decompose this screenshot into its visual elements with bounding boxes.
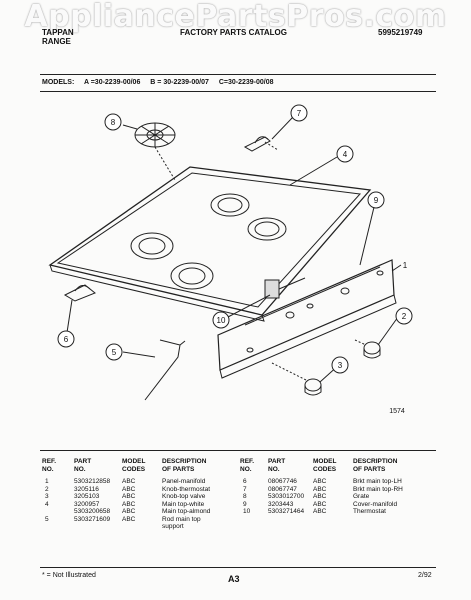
cell-model: ABC [313,478,327,485]
cell-ref: 5 [45,515,49,523]
brand-line-2: RANGE [42,37,71,46]
cell-model: ABC [313,493,327,500]
brand-line-1: TAPPAN [42,28,74,37]
bracket-lh-illustration [63,284,96,302]
revision-date: 2/92 [418,572,432,579]
page-number: A3 [228,574,240,584]
cell-desc: Main top-white [162,500,205,508]
figure-number: 1574 [389,408,405,415]
cell-desc: Knob-top valve [162,493,206,500]
callout-10: 10 [217,316,226,325]
col-ref-header: REF. NO. [42,458,57,473]
cell-ref: 10 [243,508,251,515]
col-ref-header-right: REF. NO. [240,458,255,473]
cell-desc: Brkt main top-RH [353,485,403,493]
callout-7: 7 [297,109,302,118]
cell-ref: 9 [243,500,247,508]
cell-ref: 2 [45,485,49,493]
cell-model: ABC [313,485,327,493]
cell-desc: Thermostat [353,508,386,515]
cell-model: ABC [122,508,136,515]
footer-rule [40,567,436,568]
col-model-header-right: MODEL CODES [313,458,337,473]
cell-part: 3200957 [74,500,100,508]
header-rule [40,74,436,75]
cell-desc: Brkt main top-LH [353,478,402,485]
cell-part: 5303271609 [74,515,111,523]
thermostat-illustration [264,277,306,299]
cell-model: ABC [122,493,136,500]
watermark-text: AppliancePartsPros.com [24,0,447,34]
models-rule [40,91,436,92]
models-line: MODELS: A =30-2239-00/06 B = 30-2239-00/… [42,79,282,86]
callout-4: 4 [343,150,348,159]
callout-3: 3 [338,361,343,370]
callout-2: 2 [402,312,407,321]
cell-part: 3205116 [74,485,99,493]
table-top-rule [40,450,436,451]
cell-ref: 1 [45,478,49,485]
cell-desc: Rod main top [162,515,201,523]
col-desc-header: DESCRIPTION OF PARTS [162,458,207,473]
cell-ref: 4 [45,500,49,508]
callout-5: 5 [112,348,117,357]
cell-part: 3205103 [74,493,100,500]
rod-support-illustration [144,339,186,401]
manifold-panel-illustration [217,259,397,379]
cell-desc: Knob-thermostat [162,485,211,493]
catalog-title: FACTORY PARTS CATALOG [180,28,287,37]
cell-part: 08067746 [268,478,297,485]
exploded-parts-diagram: 8 7 4 9 1 2 3 6 5 10 1574 [48,104,413,415]
cell-model: ABC [122,515,136,523]
model-a: A =30-2239-00/06 [83,79,141,86]
cell-desc: Panel-manifold [162,478,206,485]
cell-part: 5303271464 [268,508,305,515]
not-illustrated-note: * = Not Illustrated [42,572,96,579]
cell-part: 5303012700 [268,493,305,500]
col-desc-header-right: DESCRIPTION OF PARTS [353,458,398,473]
cell-desc: support [162,523,184,530]
cell-desc: Main top-almond [162,508,211,515]
cell-ref: 7 [243,485,247,493]
callout-1: 1 [403,261,408,270]
col-part-header: PART NO. [74,458,92,473]
knob-thermostat-illustration [354,339,381,359]
cell-ref: 6 [243,478,247,485]
bracket-rh-illustration [243,136,279,152]
col-model-header: MODEL CODES [122,458,146,473]
grate-illustration [134,122,176,181]
col-part-header-right: PART NO. [268,458,286,473]
main-top-illustration [48,166,372,322]
cell-model: ABC [122,478,136,485]
cell-model: ABC [313,500,327,508]
cell-desc: Cover-manifold [353,500,398,508]
catalog-number: 5995219749 [378,28,423,37]
cell-part: 5303212858 [74,478,111,485]
cell-model: ABC [122,500,136,508]
cell-part: 5303200658 [74,508,111,515]
cell-model: ABC [313,508,327,515]
callout-9: 9 [374,196,379,205]
cell-part: 08067747 [268,485,297,493]
cell-part: 3203443 [268,500,294,508]
models-label: MODELS: [42,79,75,86]
callout-8: 8 [111,118,116,127]
cell-model: ABC [122,485,136,493]
knob-valve-illustration [271,362,322,396]
cell-ref: 3 [45,493,49,500]
cell-desc: Grate [353,493,370,500]
cell-ref: 8 [243,493,247,500]
model-b: B = 30-2239-00/07 [150,79,209,86]
callout-6: 6 [64,335,69,344]
model-c: C=30-2239-00/08 [218,79,274,86]
